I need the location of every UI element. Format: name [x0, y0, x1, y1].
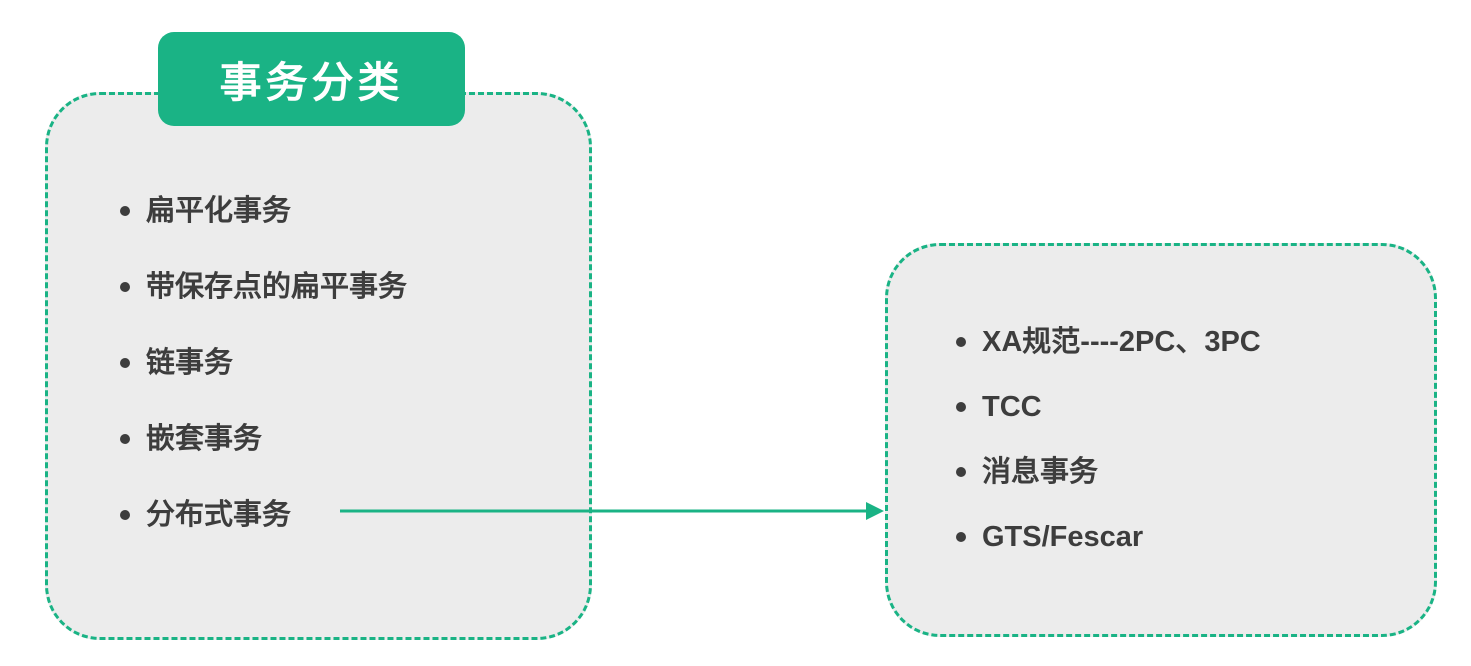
- diagram-title: 事务分类: [219, 58, 404, 106]
- list-item: GTS/Fescar: [956, 519, 1261, 555]
- list-item-label: 带保存点的扁平事务: [146, 271, 408, 303]
- list-item: 带保存点的扁平事务: [120, 269, 407, 305]
- list-item: 分布式事务: [120, 497, 407, 533]
- list-item-label: 链事务: [146, 347, 234, 379]
- list-item: 扁平化事务: [120, 193, 407, 229]
- connector-arrow-icon: [340, 502, 884, 520]
- distributed-solutions-box: XA规范----2PC、3PC TCC 消息事务 GTS/Fescar: [885, 243, 1437, 637]
- bullet-icon: [956, 532, 966, 542]
- list-item: 消息事务: [956, 454, 1261, 490]
- list-item: 嵌套事务: [120, 421, 407, 457]
- bullet-icon: [120, 434, 130, 444]
- list-item: XA规范----2PC、3PC: [956, 324, 1261, 360]
- bullet-icon: [120, 358, 130, 368]
- list-item-label: 嵌套事务: [146, 423, 263, 455]
- bullet-icon: [120, 282, 130, 292]
- bullet-icon: [120, 206, 130, 216]
- bullet-icon: [956, 402, 966, 412]
- list-item: TCC: [956, 389, 1261, 425]
- list-item-label: GTS/Fescar: [982, 521, 1144, 553]
- list-item-label: 扁平化事务: [146, 195, 292, 227]
- list-item-label: TCC: [982, 391, 1042, 423]
- list-item-label: 分布式事务: [146, 499, 292, 531]
- list-item-label: XA规范----2PC、3PC: [982, 326, 1261, 358]
- bullet-icon: [956, 337, 966, 347]
- diagram-title-badge: 事务分类: [158, 32, 465, 126]
- list-item-label: 消息事务: [982, 456, 1099, 488]
- list-item: 链事务: [120, 345, 407, 381]
- transaction-types-list: 扁平化事务 带保存点的扁平事务 链事务 嵌套事务 分布式事务: [120, 193, 407, 573]
- transaction-types-box: 扁平化事务 带保存点的扁平事务 链事务 嵌套事务 分布式事务: [45, 92, 592, 640]
- bullet-icon: [120, 510, 130, 520]
- distributed-solutions-list: XA规范----2PC、3PC TCC 消息事务 GTS/Fescar: [956, 324, 1261, 584]
- bullet-icon: [956, 467, 966, 477]
